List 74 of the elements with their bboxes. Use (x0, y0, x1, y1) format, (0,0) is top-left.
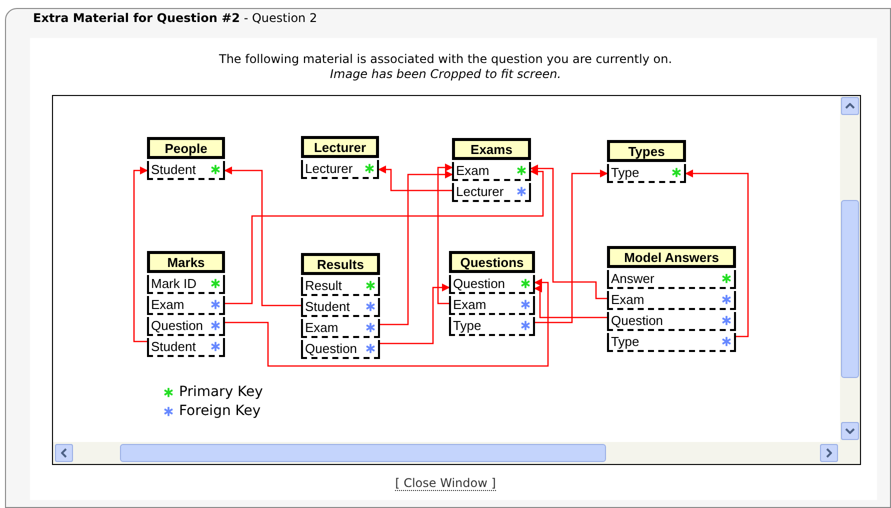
table-header: Model Answers (607, 246, 736, 268)
table-field (452, 183, 531, 202)
field-name: Type (611, 334, 640, 349)
field-name: Exam (453, 297, 488, 312)
table-header: Lecturer (301, 136, 379, 158)
entity-table (452, 138, 531, 202)
close-window-link: [ Close Window ] (395, 476, 496, 491)
connector-arrow (685, 170, 749, 338)
table-field (147, 275, 225, 294)
note-text: Image has been Cropped to fit screen. (328, 67, 562, 81)
field-name: Lecturer (456, 184, 505, 199)
field-name: Type (611, 165, 640, 180)
entity-table (607, 140, 686, 183)
entity-table (301, 136, 379, 179)
connector-arrow (133, 166, 148, 342)
table-field (607, 291, 736, 310)
connector-arrow (530, 164, 607, 300)
table-field (301, 277, 380, 296)
table-field (301, 298, 380, 317)
table-field (301, 319, 380, 338)
table-header: Types (607, 140, 686, 162)
connector-arrow (378, 166, 452, 192)
connector-arrow (437, 164, 453, 304)
connector-arrow (534, 284, 607, 318)
table-field (147, 317, 225, 336)
table-field (301, 160, 379, 179)
field-name: Result (305, 278, 343, 293)
legend-label: Foreign Key (179, 403, 261, 419)
field-name: Question (453, 276, 506, 291)
connector-arrow (225, 278, 549, 367)
table-field (449, 317, 535, 336)
legend-label: Primary Key (179, 384, 263, 400)
table-field (301, 340, 380, 359)
table-header: Questions (449, 251, 535, 273)
entity-table (449, 251, 535, 336)
field-name: Student (151, 339, 197, 354)
field-name: Student (151, 162, 197, 177)
field-name: Lecturer (305, 161, 354, 176)
table-field (147, 338, 225, 357)
field-name: Exam (456, 163, 490, 178)
table-header: Marks (147, 251, 225, 273)
field-name: Mark ID (151, 276, 198, 291)
entity-table (147, 137, 225, 180)
table-field (452, 162, 531, 181)
table-header: Exams (452, 138, 531, 160)
window-title: Extra Material for Question #2 - Question 2 (33, 11, 318, 25)
connector-arrow (380, 170, 453, 326)
field-name: Question (151, 318, 204, 333)
table-field (607, 270, 736, 289)
field-name: Exam (305, 320, 340, 335)
entity-table (147, 251, 225, 357)
field-name: Exam (151, 297, 186, 312)
connector-arrow (224, 166, 301, 306)
table-field (607, 164, 686, 183)
table-header: People (147, 137, 225, 159)
table-field (607, 312, 736, 331)
connector-arrow (535, 170, 608, 324)
table-field (147, 296, 225, 315)
field-name: Question (611, 313, 664, 328)
field-name: Answer (611, 271, 656, 286)
field-name: Type (453, 318, 482, 333)
connector-arrow (380, 284, 450, 344)
table-field (449, 275, 535, 294)
entity-table (607, 246, 736, 352)
table-field (607, 333, 736, 352)
field-name: Exam (611, 292, 646, 307)
table-field (449, 296, 535, 315)
table-header: Results (301, 253, 380, 275)
intro-text: The following material is associated with the question you are currently on. (218, 52, 674, 66)
table-field (147, 161, 225, 180)
connector-arrow (225, 168, 544, 304)
entity-table (301, 253, 380, 359)
field-name: Student (305, 299, 351, 314)
field-name: Question (305, 341, 358, 356)
